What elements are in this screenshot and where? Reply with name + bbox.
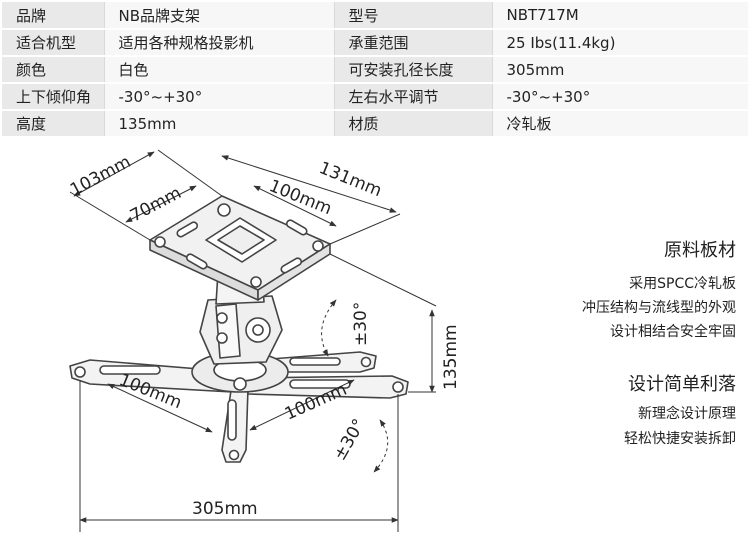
- install-title: 设计简单利落: [628, 374, 736, 395]
- spec-value: -30°~+30°: [104, 83, 335, 111]
- spec-row: 颜色 白色 可安装孔径长度 305mm: [2, 56, 748, 84]
- spec-label: 左右水平调节: [334, 83, 493, 111]
- dim-135mm: 135mm: [441, 324, 461, 390]
- spec-value: 冷轧板: [492, 110, 748, 138]
- spec-value: -30°~+30°: [492, 83, 748, 111]
- spec-label: 颜色: [2, 56, 105, 84]
- dim-305mm: 305mm: [192, 499, 258, 519]
- spec-value: NB品牌支架: [104, 2, 335, 30]
- spec-label: 材质: [334, 110, 493, 138]
- spec-label: 适合机型: [2, 29, 105, 57]
- spec-value: 305mm: [492, 56, 748, 84]
- tilt-angle: ±30°: [351, 302, 371, 346]
- dimension-lines: [69, 149, 437, 532]
- spec-value: 135mm: [104, 110, 335, 138]
- dim-100mm-top: 100mm: [266, 176, 334, 219]
- spec-label: 可安装孔径长度: [334, 56, 493, 84]
- dim-131mm: 131mm: [316, 158, 384, 201]
- spec-label: 品牌: [2, 2, 105, 30]
- spec-row: 高度 135mm 材质 冷轧板: [2, 110, 748, 138]
- material-line: 设计相结合安全牢固: [610, 324, 736, 340]
- spec-label: 承重范围: [334, 29, 493, 57]
- spec-table: 品牌 NB品牌支架 型号 NBT717M 适合机型 适用各种规格投影机 承重范围…: [2, 2, 748, 138]
- material-title: 原料板材: [664, 240, 736, 261]
- dim-103mm: 103mm: [67, 152, 134, 200]
- material-line: 采用SPCC冷轧板: [629, 276, 736, 292]
- spec-value: 适用各种规格投影机: [104, 29, 335, 57]
- material-line: 冲压结构与流线型的外观: [582, 300, 736, 316]
- spec-label: 型号: [334, 2, 493, 30]
- install-line: 轻松快捷安装拆卸: [624, 431, 736, 447]
- spec-label: 高度: [2, 110, 105, 138]
- spec-row: 品牌 NB品牌支架 型号 NBT717M: [2, 2, 748, 30]
- dim-70mm: 70mm: [127, 183, 185, 226]
- spec-row: 上下倾仰角 -30°~+30° 左右水平调节 -30°~+30°: [2, 83, 748, 111]
- swivel-angle: ±30°: [330, 416, 370, 464]
- spec-label: 上下倾仰角: [2, 83, 105, 111]
- spec-row: 适合机型 适用各种规格投影机 承重范围 25 Ibs(11.4kg): [2, 29, 748, 57]
- spec-value: 25 Ibs(11.4kg): [492, 29, 748, 57]
- mount-diagram: 103mm 131mm 70mm 100mm 135mm 100mm 100mm…: [67, 149, 461, 532]
- spec-value: NBT717M: [492, 2, 748, 30]
- install-line: 新理念设计原理: [638, 406, 736, 422]
- spec-value: 白色: [104, 56, 335, 84]
